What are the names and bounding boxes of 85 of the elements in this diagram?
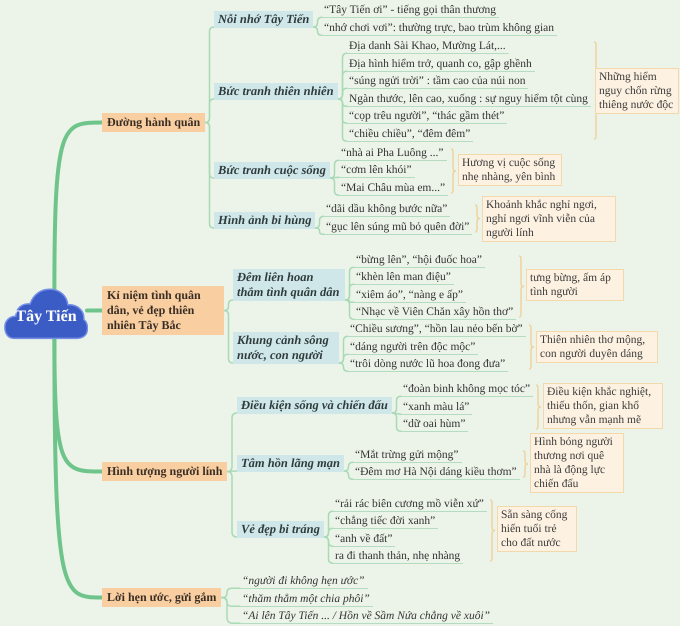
leaf-topic: “cơm lên khói” — [339, 163, 415, 178]
branch-line — [338, 362, 349, 372]
subtopic-box: Tâm hồn lãng mạn — [237, 455, 344, 472]
branch-line — [337, 88, 348, 100]
branch-line — [329, 160, 340, 179]
branch-line — [338, 354, 349, 364]
leaf-topic: “Tây Tiến ơi” - tiếng gọi thân thương — [322, 3, 500, 18]
leaf-topic: “dữ oai hùm” — [401, 417, 468, 432]
leaf-topic: Ngàn thước, lên cao, xuống : sự nguy hiểm tột cùng — [347, 92, 591, 107]
leaf-topic: “rải rác biên cương mồ viễn xứ” — [333, 497, 487, 512]
leaf-topic: “bừng lên”, “hội đuốc hoa” — [354, 253, 485, 268]
branch-line — [85, 308, 104, 312]
branch-line — [223, 310, 234, 364]
summary-box: tưng bừng, ấm áp tình người — [526, 269, 624, 301]
branch-line — [391, 412, 402, 432]
subtopic-box: Nỗi nhớ Tây Tiến — [214, 11, 314, 28]
leaf-topic: “nhà ai Pha Luông ...” — [339, 146, 447, 161]
summary-box: Những hiểm nguy chốn rừng thiêng nước độc — [595, 68, 679, 114]
leaf-topic: “Ai lên Tây Tiến ... / Hồn về Sầm Nứa chẳng về xuôi” — [240, 609, 494, 624]
leaf-topic: “khèn lên man điệu” — [354, 270, 454, 285]
subtopic-box: Khung cảnh sông nước, con người — [233, 332, 339, 364]
leaf-topic: “đoàn binh không mọc tóc” — [401, 382, 534, 397]
branch-line — [314, 227, 325, 235]
leaf-topic: “xanh màu lá” — [401, 400, 472, 415]
leaf-topic: “thăm thẳm một chia phôi” — [240, 592, 373, 607]
leaf-topic: “gục lên súng mũ bỏ quên đời” — [324, 220, 472, 235]
summary-box: Hình bóng người thương nơi quê nhà là động lực chiến đấu — [530, 433, 624, 493]
subtopic-box: Điều kiện sống và chiến đấu — [237, 397, 392, 414]
subtopic-box: Hình ảnh bi hùng — [214, 212, 316, 229]
branch-line — [344, 299, 355, 320]
branch-line — [344, 284, 355, 301]
leaf-topic: ra đi thanh thản, nhẹ nhàng — [333, 549, 464, 564]
branch-line — [343, 470, 354, 480]
leaf-topic: “anh về đất” — [333, 532, 396, 547]
branch-line — [337, 98, 348, 142]
subtopic-box: Vẻ đẹp bi tráng — [237, 521, 324, 538]
main-topic-box: Kỉ niệm tình quân dân, vẻ đẹp thiên nhiên Tây Bắc — [102, 286, 224, 335]
summary-box: Sẵn sàng cống hiến tuổi trẻ cho đất nước — [497, 506, 577, 552]
branch-line — [52, 120, 104, 291]
branch-line — [314, 216, 325, 229]
leaf-topic: “dãi dầu không bước nữa” — [324, 202, 450, 217]
branch-line — [226, 470, 238, 472]
leaf-topic: “Mai Châu mùa em...” — [339, 181, 448, 196]
main-topic-box: Lời hẹn ước, gửi gắm — [102, 588, 222, 607]
branch-line — [226, 470, 238, 538]
summary-box: Điều kiện khắc nghiệt, thiếu thốn, gian khổ nhưng vẫn mạnh mẽ — [543, 383, 663, 429]
leaf-topic: “Đêm mơ Hà Nội dáng kiều thơm” — [353, 465, 520, 480]
subtopic-box: Đêm liên hoan thắm tình quân dân — [233, 269, 345, 301]
branch-line — [223, 299, 234, 312]
main-topic-box: Đường hành quân — [102, 113, 206, 132]
cloud-node: Tây Tiến — [4, 286, 88, 340]
leaf-topic: Địa hình hiểm trở, quanh co, gập ghềnh — [347, 57, 535, 72]
branch-line — [323, 536, 334, 564]
leaf-topic: “trôi dòng nước lũ hoa đong đưa” — [348, 357, 508, 372]
leaf-topic: “nhớ chơi vơi”: thường trực, bao trùm không gian — [322, 21, 558, 36]
leaf-topic: “chẳng tiếc đời xanh” — [333, 514, 438, 529]
branch-line — [52, 337, 104, 600]
leaf-topic: “cọp trêu người”, “thác gầm thét” — [347, 109, 508, 124]
subtopic-box: Bức tranh thiên nhiên — [214, 83, 338, 100]
branch-line — [226, 412, 238, 472]
leaf-topic: “súng ngửi trời” : tầm cao của núi non — [347, 74, 528, 89]
branch-line — [329, 177, 340, 196]
branch-line — [220, 596, 241, 624]
branch-line — [343, 462, 354, 472]
branch-line — [312, 26, 323, 36]
branch-line — [329, 176, 340, 179]
leaf-topic: “xiêm áo”, “nàng e ấp” — [354, 288, 466, 303]
leaf-topic: “Mắt trừng gửi mộng” — [353, 448, 462, 463]
leaf-topic: “Chiều sương”, “hồn lau nẻo bến bờ” — [348, 322, 526, 337]
branch-line — [204, 122, 215, 229]
subtopic-box: Bức tranh cuộc sống — [214, 162, 330, 179]
main-topic-box: Hình tượng người lính — [102, 462, 228, 481]
leaf-topic: Địa danh Sài Khao, Mường Lát,... — [347, 39, 509, 54]
leaf-topic: “dáng người trên độc mộc” — [348, 340, 478, 355]
summary-box: Hương vị cuộc sống nhẹ nhàng, yên bình — [458, 154, 562, 186]
summary-box: Khoảnh khắc nghỉ ngơi, nghỉ ngơi vĩnh viễn của người lính — [482, 196, 616, 242]
branch-line — [312, 16, 323, 28]
leaf-topic: “chiều chiều”, “đêm đêm” — [347, 127, 474, 142]
summary-box: Thiên nhiên thơ mộng, con người duyên dáng — [536, 331, 658, 363]
branch-line — [323, 528, 334, 538]
branch-line — [391, 396, 402, 414]
branch-line — [204, 98, 215, 124]
leaf-topic: “Nhạc về Viên Chăn xây hồn thơ” — [354, 305, 516, 320]
branch-line — [220, 588, 241, 598]
leaf-topic: “người đi không hẹn ước” — [240, 574, 368, 589]
